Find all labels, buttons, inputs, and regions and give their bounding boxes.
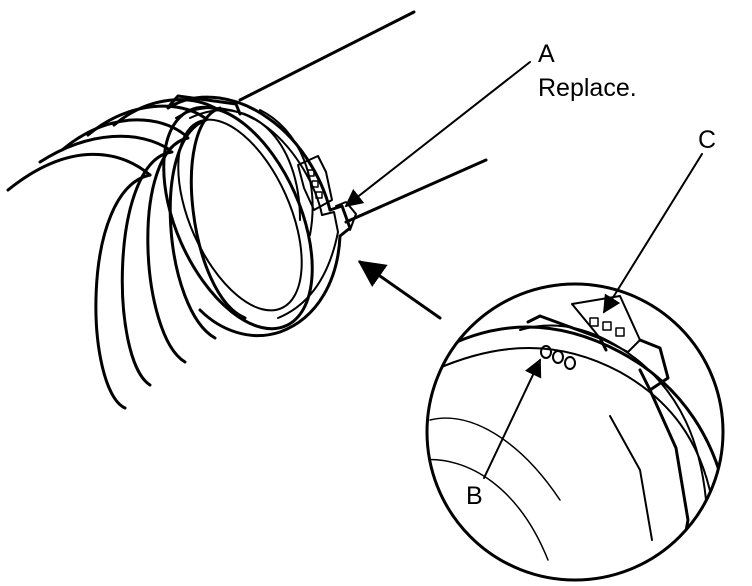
zoom-link-arrow — [357, 260, 442, 320]
callout-b-letter: B — [466, 482, 483, 510]
pipe — [238, 10, 488, 224]
callout-a-letter: A — [538, 40, 555, 68]
corrugated-hose — [6, 98, 247, 410]
callout-b-leader — [483, 358, 542, 479]
hose-clamp — [166, 94, 357, 337]
callout-a-leader — [344, 61, 531, 208]
callout-a-note: Replace. — [538, 74, 637, 102]
detail-magnifier — [425, 282, 725, 582]
callout-c-letter: C — [698, 126, 716, 154]
callout-c-leader — [603, 153, 703, 314]
